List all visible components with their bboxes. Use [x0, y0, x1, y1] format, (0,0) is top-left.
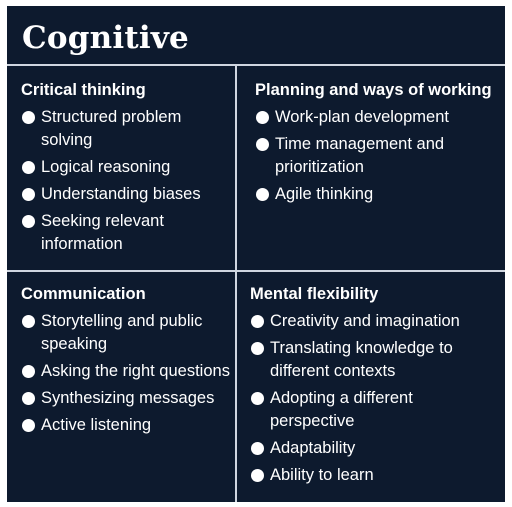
list-item: Translating knowledge to different conte… [250, 337, 500, 383]
list-item: Structured problem solving [21, 106, 231, 152]
list-item: Agile thinking [255, 183, 503, 206]
list-item: Creativity and imagination [250, 310, 500, 333]
bullet-icon [22, 315, 35, 328]
bullet-icon [256, 138, 269, 151]
card-title: Cognitive [22, 20, 189, 56]
list-item: Logical reasoning [21, 156, 231, 179]
list-item-label: Understanding biases [41, 185, 201, 203]
list-item-label: Ability to learn [270, 466, 374, 484]
bullet-icon [251, 392, 264, 405]
bullet-icon [251, 315, 264, 328]
list-item: Asking the right questions [21, 360, 231, 383]
list-item: Understanding biases [21, 183, 231, 206]
quadrant-planning: Planning and ways of working Work-plan d… [255, 78, 503, 210]
list-item-label: Time management and prioritization [275, 135, 445, 176]
list-item-label: Adopting a different perspective [270, 389, 413, 430]
list-item-label: Synthesizing messages [41, 389, 215, 407]
bullet-icon [22, 215, 35, 228]
bullet-icon [22, 111, 35, 124]
list-item-label: Asking the right questions [41, 362, 230, 380]
quadrant-heading: Critical thinking [21, 81, 146, 99]
list-item-label: Adaptability [270, 439, 356, 457]
quadrant-heading: Mental flexibility [250, 285, 379, 303]
vertical-divider [235, 64, 237, 502]
horizontal-divider [7, 270, 505, 272]
quadrant-critical-thinking: Critical thinking Structured problem sol… [21, 78, 231, 260]
bullet-icon [22, 392, 35, 405]
list-item-label: Seeking relevant information [41, 212, 164, 253]
list-item-label: Storytelling and public speaking [41, 312, 203, 353]
list-item: Seeking relevant information [21, 210, 231, 256]
list-item: Storytelling and public speaking [21, 310, 231, 356]
list-item: Ability to learn [250, 464, 500, 487]
list-item: Adaptability [250, 437, 500, 460]
bullet-icon [22, 419, 35, 432]
list-item: Active listening [21, 414, 231, 437]
quadrant-heading: Communication [21, 285, 146, 303]
bullet-icon [251, 442, 264, 455]
bullet-icon [251, 342, 264, 355]
bullet-icon [251, 469, 264, 482]
skill-list: Storytelling and public speaking Asking … [21, 310, 231, 437]
bullet-icon [22, 365, 35, 378]
list-item: Adopting a different perspective [250, 387, 500, 433]
skill-list: Work-plan development Time management an… [255, 106, 503, 206]
bullet-icon [256, 188, 269, 201]
quadrant-mental-flexibility: Mental flexibility Creativity and imagin… [250, 282, 500, 491]
list-item: Work-plan development [255, 106, 503, 129]
quadrant-heading: Planning and ways of working [255, 81, 492, 99]
skill-list: Creativity and imagination Translating k… [250, 310, 500, 487]
list-item-label: Logical reasoning [41, 158, 171, 176]
list-item-label: Agile thinking [275, 185, 374, 203]
list-item: Time management and prioritization [255, 133, 503, 179]
bullet-icon [22, 188, 35, 201]
title-divider [7, 64, 505, 66]
list-item-label: Active listening [41, 416, 152, 434]
skill-list: Structured problem solving Logical reaso… [21, 106, 231, 256]
bullet-icon [22, 161, 35, 174]
quadrant-communication: Communication Storytelling and public sp… [21, 282, 231, 441]
bullet-icon [256, 111, 269, 124]
list-item-label: Work-plan development [275, 108, 449, 126]
list-item-label: Translating knowledge to different conte… [270, 339, 453, 380]
list-item-label: Structured problem solving [41, 108, 182, 149]
list-item-label: Creativity and imagination [270, 312, 460, 330]
list-item: Synthesizing messages [21, 387, 231, 410]
cognitive-skills-card: Cognitive Critical thinking Structured p… [7, 6, 505, 502]
